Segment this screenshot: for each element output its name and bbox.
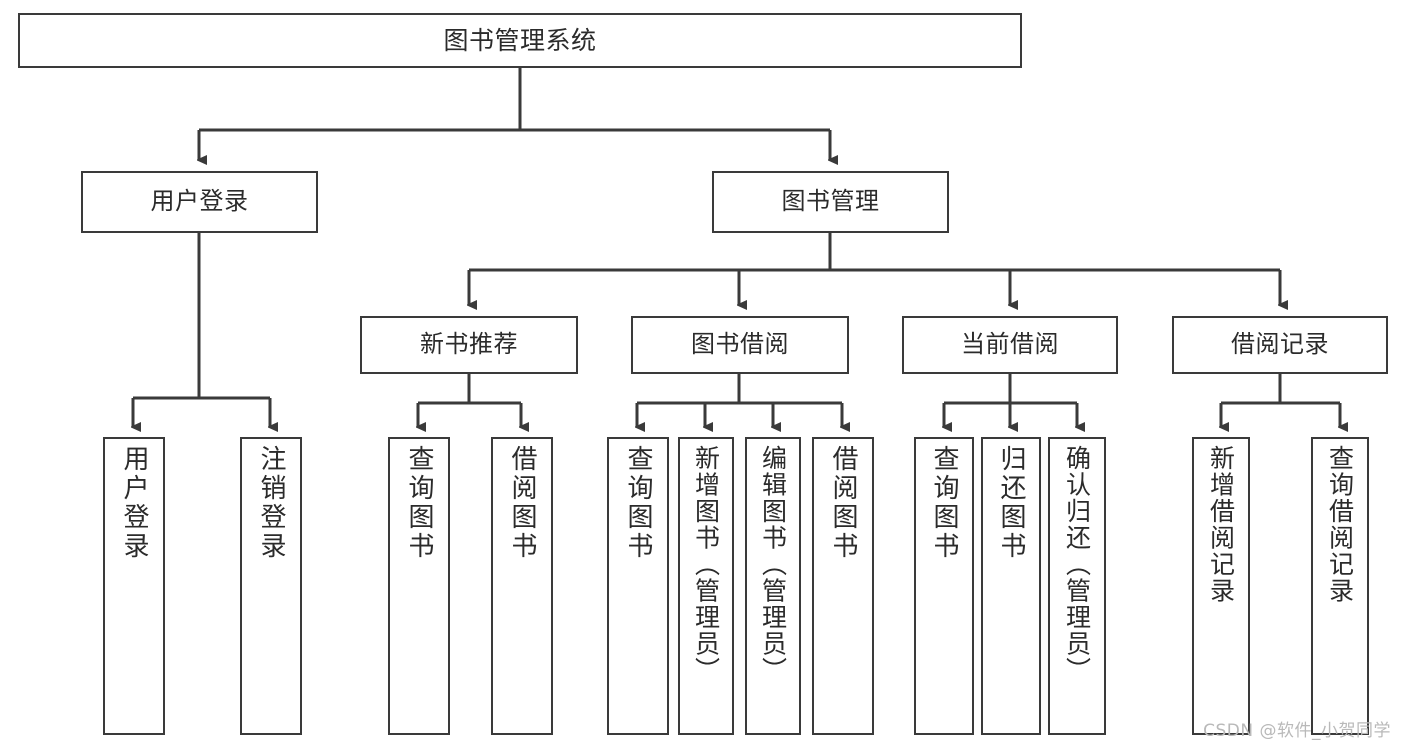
node-label: 查询借阅记录	[1325, 445, 1355, 604]
node-current-borrowing[interactable]: 当前借阅	[902, 316, 1118, 374]
leaf-new-book-query-books[interactable]: 查询图书	[388, 437, 450, 735]
node-label: 新增借阅记录	[1206, 445, 1236, 604]
node-label: 注销登录	[256, 445, 286, 561]
node-label: 查询图书	[929, 445, 959, 561]
leaf-user-login-logout[interactable]: 注销登录	[240, 437, 302, 735]
leaf-user-login-login[interactable]: 用户登录	[103, 437, 165, 735]
node-label: 图书管理系统	[443, 26, 597, 55]
node-user-login[interactable]: 用户登录	[81, 171, 318, 233]
node-label: 归还图书	[996, 445, 1026, 561]
node-label: 查询图书	[623, 445, 653, 561]
node-label: 查询图书	[404, 445, 434, 561]
node-borrowing-record[interactable]: 借阅记录	[1172, 316, 1388, 374]
node-label: 新书推荐	[420, 330, 518, 359]
node-label: 图书管理	[781, 187, 880, 216]
leaf-current-borrow-return-books[interactable]: 归还图书	[981, 437, 1041, 735]
leaf-book-borrow-edit-book-admin[interactable]: 编辑图书（管理员）	[745, 437, 801, 735]
node-label: 用户登录	[119, 445, 149, 561]
node-label: 用户登录	[150, 187, 249, 216]
leaf-book-borrow-add-book-admin[interactable]: 新增图书（管理员）	[678, 437, 734, 735]
node-label: 确认归还（管理员）	[1062, 445, 1092, 684]
node-label: 编辑图书（管理员）	[758, 445, 788, 684]
leaf-new-book-borrow-books[interactable]: 借阅图书	[491, 437, 553, 735]
node-new-book-recommendation[interactable]: 新书推荐	[360, 316, 578, 374]
leaf-borrow-record-add-record[interactable]: 新增借阅记录	[1192, 437, 1250, 735]
watermark: CSDN @软件_小贺同学	[1203, 721, 1391, 741]
leaf-book-borrow-query-books[interactable]: 查询图书	[607, 437, 669, 735]
node-book-borrowing[interactable]: 图书借阅	[631, 316, 849, 374]
node-label: 新增图书（管理员）	[691, 445, 721, 684]
leaf-current-borrow-query-books[interactable]: 查询图书	[914, 437, 974, 735]
node-label: 借阅图书	[828, 445, 858, 561]
node-book-management[interactable]: 图书管理	[712, 171, 949, 233]
node-label: 图书借阅	[691, 330, 789, 359]
node-root-book-management-system[interactable]: 图书管理系统	[18, 13, 1022, 68]
node-label: 当前借阅	[961, 330, 1059, 359]
node-label: 借阅图书	[507, 445, 537, 561]
node-label: 借阅记录	[1231, 330, 1329, 359]
leaf-book-borrow-borrow-books[interactable]: 借阅图书	[812, 437, 874, 735]
leaf-current-borrow-confirm-return-admin[interactable]: 确认归还（管理员）	[1048, 437, 1106, 735]
leaf-borrow-record-query-record[interactable]: 查询借阅记录	[1311, 437, 1369, 735]
